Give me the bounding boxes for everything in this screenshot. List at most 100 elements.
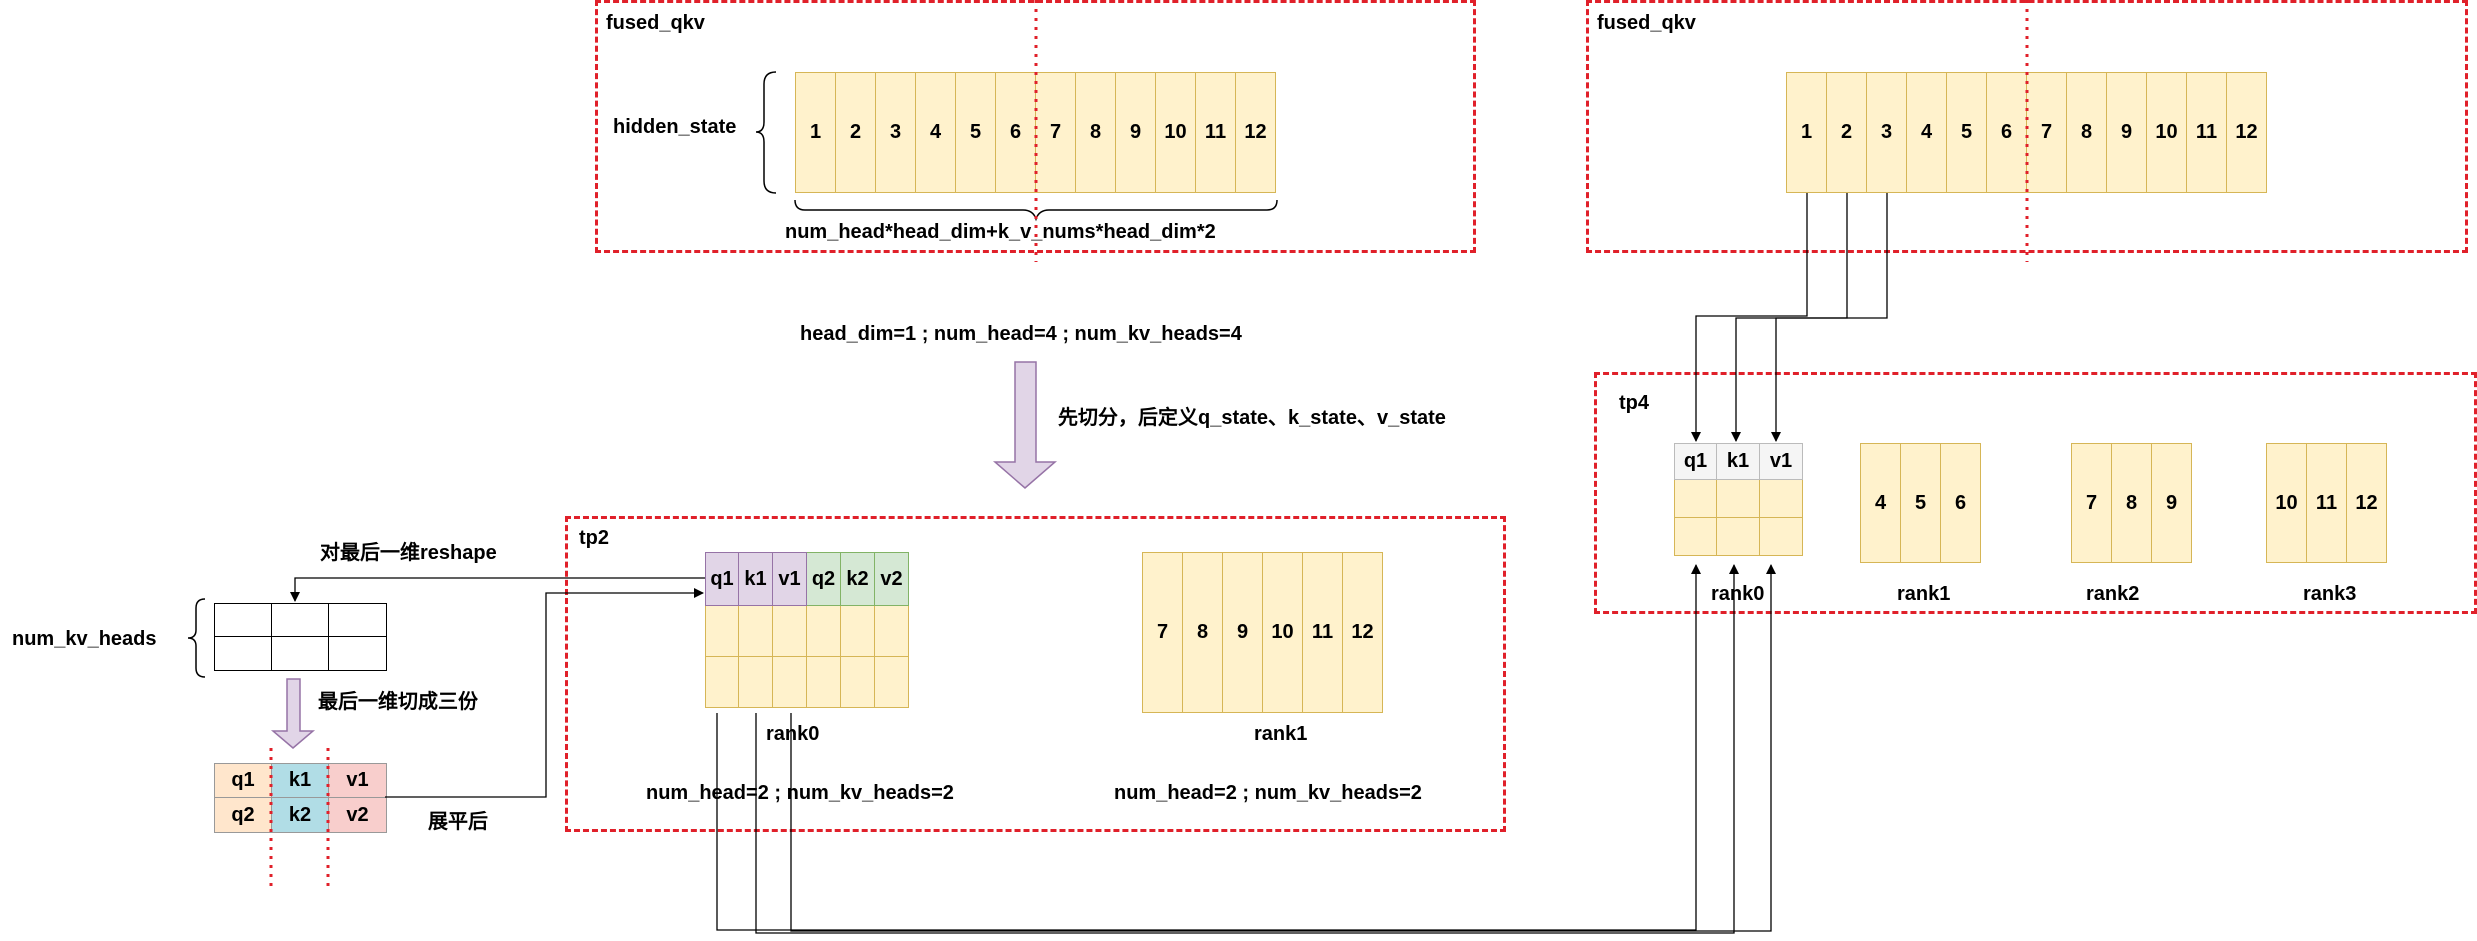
cell: 4 [1860, 443, 1901, 563]
cell: 12 [1235, 72, 1276, 193]
grid-cell [773, 606, 807, 657]
tp2-v2-header: v2 [875, 552, 909, 606]
k1-cell: k1 [272, 764, 329, 798]
tp4-rank2-cells: 7 8 9 [2071, 443, 2192, 563]
split-label: 先切分，后定义q_state、k_state、v_state [1058, 407, 1446, 429]
cell: 4 [915, 72, 956, 193]
params-label: head_dim=1 ; num_head=4 ; num_kv_heads=4 [800, 323, 1242, 345]
cell: 7 [2026, 72, 2067, 193]
grid-cell [773, 657, 807, 708]
grid-cell [807, 606, 841, 657]
cell: 1 [1786, 72, 1827, 193]
cell: 10 [1262, 552, 1303, 713]
cell: 4 [1906, 72, 1947, 193]
kv-heads-brace [187, 598, 206, 678]
tp4-rank0-grid: q1 k1 v1 [1674, 443, 1803, 556]
cell: 8 [2066, 72, 2107, 193]
grid-cell [215, 637, 272, 670]
tp2-rank1-label: rank1 [1254, 723, 1308, 745]
q1-connector [716, 564, 1701, 931]
fused-qkv-title-right: fused_qkv [1597, 12, 1696, 34]
cell: 6 [1986, 72, 2027, 193]
grid-cell [739, 606, 773, 657]
v1-cell: v1 [329, 764, 386, 798]
grid-cell [1717, 480, 1760, 518]
grid-cell [875, 657, 909, 708]
grid-cell [272, 637, 329, 670]
cell: 1 [795, 72, 836, 193]
grid-cell [739, 657, 773, 708]
tp2-rank1-info: num_head=2 ; num_kv_heads=2 [1114, 782, 1422, 804]
cell: 9 [1115, 72, 1156, 193]
tp4-k1-header: k1 [1717, 443, 1760, 480]
tp2-q1-header: q1 [705, 552, 739, 606]
tp2-k1-header: k1 [739, 552, 773, 606]
tp4-title: tp4 [1619, 392, 1649, 414]
split3-label: 最后一维切成三份 [318, 691, 478, 713]
tp4-frame [1594, 372, 2477, 614]
reshape-label: 对最后一维reshape [320, 542, 497, 564]
cell: 12 [2346, 443, 2387, 563]
q1-cell: q1 [215, 764, 272, 798]
tp4-v1-header: v1 [1760, 443, 1803, 480]
cell: 12 [1342, 552, 1383, 713]
tp2-frame [565, 516, 1506, 832]
cell: 12 [2226, 72, 2267, 193]
hidden-state-label: hidden_state [613, 116, 737, 138]
cell: 7 [1035, 72, 1076, 193]
grid-cell [1717, 518, 1760, 556]
fused-1-connector [1691, 193, 1808, 442]
grid-cell [1674, 518, 1717, 556]
grid-cell [215, 604, 272, 637]
v1-connector [790, 564, 1776, 932]
fused-3-connector [1771, 193, 1888, 442]
k2-cell: k2 [272, 798, 329, 832]
cell: 5 [955, 72, 996, 193]
num-kv-heads-label: num_kv_heads [12, 628, 157, 650]
cell: 6 [1940, 443, 1981, 563]
cut-arrow [270, 678, 316, 749]
tp4-rank3-cells: 10 11 12 [2266, 443, 2387, 563]
tp4-rank3-label: rank3 [2303, 583, 2357, 605]
grid-cell [841, 657, 875, 708]
flatten-connector [385, 588, 704, 798]
hidden-state-brace [755, 71, 777, 194]
tp4-q1-header: q1 [1674, 443, 1717, 480]
grid-cell [705, 657, 739, 708]
tp4-rank1-cells: 4 5 6 [1860, 443, 1981, 563]
fused-qkv-title-left: fused_qkv [606, 12, 705, 34]
grid-cell [272, 604, 329, 637]
dim-label: num_head*head_dim+k_v_nums*head_dim*2 [785, 221, 1216, 243]
tp2-q2-header: q2 [807, 552, 841, 606]
tp4-rank1-label: rank1 [1897, 583, 1951, 605]
grid-cell [1674, 480, 1717, 518]
reshape-connector [290, 577, 705, 602]
cell: 8 [1182, 552, 1223, 713]
fused-2-connector [1731, 193, 1848, 442]
cell: 10 [2266, 443, 2307, 563]
tp4-rank2-label: rank2 [2086, 583, 2140, 605]
k1-connector [755, 564, 1739, 934]
cell: 3 [1866, 72, 1907, 193]
grid-cell [807, 657, 841, 708]
grid-cell [1760, 518, 1803, 556]
cell: 11 [2186, 72, 2227, 193]
grid-cell [705, 606, 739, 657]
flatten-label: 展平后 [428, 811, 488, 833]
tp4-rank0-label: rank0 [1711, 583, 1765, 605]
cell: 10 [1155, 72, 1196, 193]
cell: 7 [2071, 443, 2112, 563]
tp2-rank1-cells: 7 8 9 10 11 12 [1142, 552, 1383, 713]
v2-cell: v2 [329, 798, 386, 832]
split-arrow [992, 361, 1058, 489]
cell: 6 [995, 72, 1036, 193]
cell: 9 [2151, 443, 2192, 563]
cell: 8 [2111, 443, 2152, 563]
tp2-rank0-label: rank0 [766, 723, 820, 745]
grid-cell [329, 604, 386, 637]
q2-cell: q2 [215, 798, 272, 832]
fused-qkv-cells-left: 1 2 3 4 5 6 7 8 9 10 11 12 [795, 72, 1276, 193]
grid-cell [841, 606, 875, 657]
tp2-k2-header: k2 [841, 552, 875, 606]
